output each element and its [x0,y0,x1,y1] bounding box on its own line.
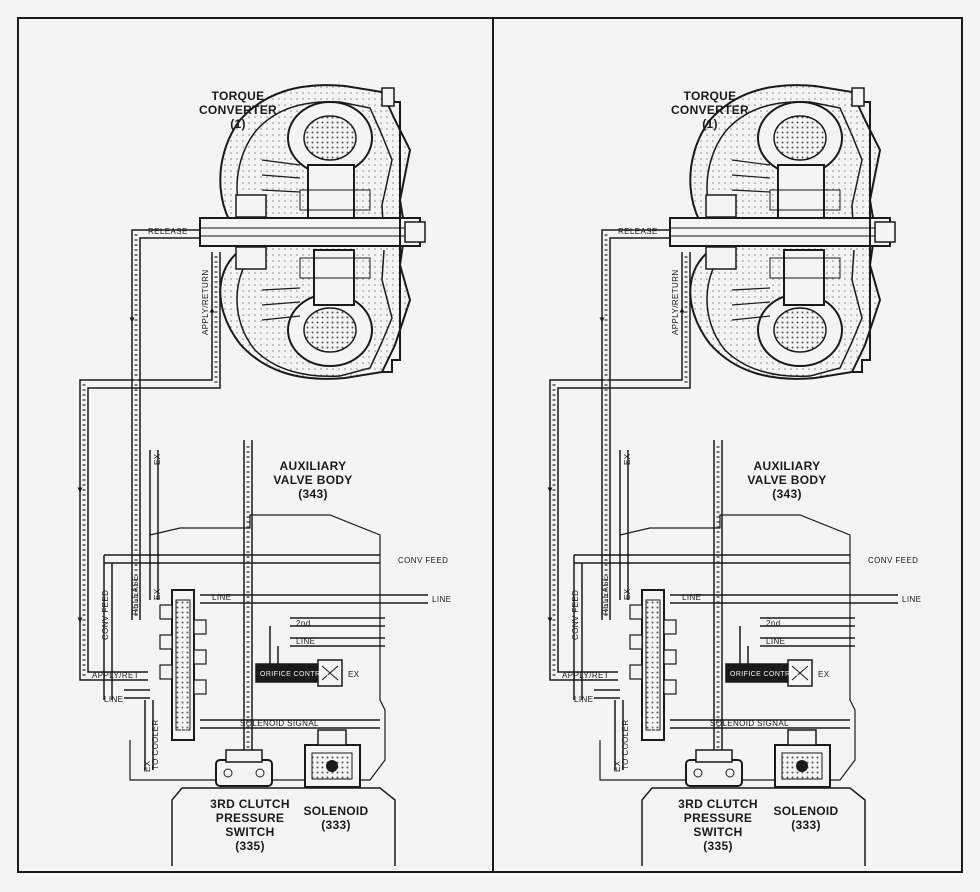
solenoid-ref: (333) [321,818,351,832]
torque-converter-label: TORQUE [684,89,737,103]
pressure-switch-label-2: PRESSURE [684,811,752,825]
label-apply-ret: APPLY/RET [92,671,139,680]
label-apply-return: APPLY/RETURN [671,269,680,335]
label-second: 2nd [296,619,311,628]
aux-valve-body-label-2: VALVE BODY [747,473,826,487]
label-conv-feed-right: CONV FEED [398,556,448,565]
solenoid-label: SOLENOID [303,804,368,818]
pressure-switch-label-3: SWITCH [225,825,274,839]
label-line-right: LINE [432,595,451,604]
aux-valve-body-ref: (343) [772,487,802,501]
solenoid-ref: (333) [791,818,821,832]
label-conv-feed-right: CONV FEED [868,556,918,565]
label-solenoid-signal: SOLENOID SIGNAL [240,719,319,728]
label-release-vert: RELEASE [131,575,140,615]
label-converter-clutch-valve: CONVERTER CLUTCH VALVE [181,626,188,732]
label-line-orifice: LINE [766,637,785,646]
label-ex-orifice: EX [818,670,830,679]
label-apply-return: APPLY/RETURN [201,269,210,335]
aux-valve-body-label: AUXILIARY [280,459,347,473]
label-line-mid: LINE [682,593,701,602]
solenoid-label: SOLENOID [773,804,838,818]
torque-converter-label: TORQUE [212,89,265,103]
label-line-left: LINE [104,695,123,704]
label-line-right: LINE [902,595,921,604]
label-ex-vert: EX [623,588,632,600]
label-to-cooler: TO COOLER [621,719,630,770]
pressure-switch-ref: (335) [235,839,265,853]
pressure-switch-label: 3RD CLUTCH [678,797,758,811]
aux-valve-body-label: AUXILIARY [754,459,821,473]
pressure-switch-label-3: SWITCH [693,825,742,839]
label-ex-bottom: EX [143,760,152,772]
torque-converter-label-2: CONVERTER [199,103,277,117]
label-release: RELEASE [148,227,188,236]
torque-converter-ref: (1) [230,117,246,131]
pressure-switch-label-2: PRESSURE [216,811,284,825]
label-line-mid: LINE [212,593,231,602]
label-converter-clutch-valve: CONVERTER CLUTCH VALVE [651,626,658,732]
label-release: RELEASE [618,227,658,236]
label-apply-ret: APPLY/RET [562,671,609,680]
pressure-switch-ref: (335) [703,839,733,853]
left-panel: TORQUE CONVERTER (1) AUXILIARY VALVE BOD… [80,85,451,866]
pressure-switch-label: 3RD CLUTCH [210,797,290,811]
label-ex-top: EX [153,453,162,465]
torque-converter-label-2: CONVERTER [671,103,749,117]
torque-converter-ref: (1) [702,117,718,131]
label-ex-top: EX [623,453,632,465]
label-orifice-control: ORIFICE CONTROL [730,671,801,678]
label-ex-vert: EX [153,588,162,600]
label-line-orifice: LINE [296,637,315,646]
aux-valve-body-label-2: VALVE BODY [273,473,352,487]
label-to-cooler: TO COOLER [151,719,160,770]
label-line-left: LINE [574,695,593,704]
right-panel: TORQUE CONVERTER (1) AUXILIARY VALVE BOD… [550,85,921,866]
label-second: 2nd [766,619,781,628]
label-orifice-control: ORIFICE CONTROL [260,671,331,678]
label-solenoid-signal: SOLENOID SIGNAL [710,719,789,728]
label-ex-bottom: EX [613,760,622,772]
label-conv-feed-left: CONV FEED [571,590,580,640]
aux-valve-body-ref: (343) [298,487,328,501]
label-ex-orifice: EX [348,670,360,679]
label-conv-feed-left: CONV FEED [101,590,110,640]
label-release-vert: RELEASE [601,575,610,615]
